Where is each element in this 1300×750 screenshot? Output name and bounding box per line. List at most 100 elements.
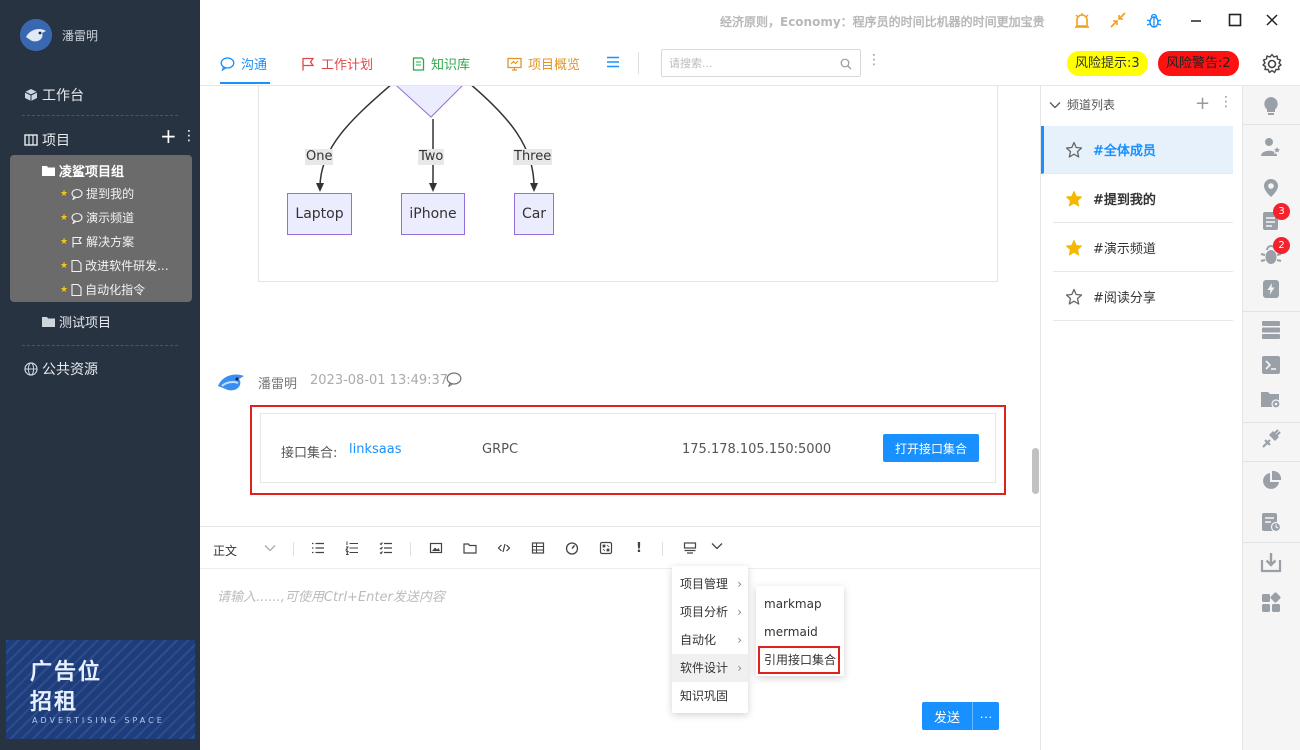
star-filled-icon[interactable] — [1065, 190, 1083, 208]
task-time-icon[interactable] — [1260, 511, 1282, 533]
menu-item-project-analysis[interactable]: 项目分析› — [672, 598, 748, 626]
rail-divider — [1243, 124, 1300, 125]
sidebar-item-automation[interactable]: ★ 自动化指令 — [60, 281, 145, 298]
location-icon[interactable] — [1260, 177, 1282, 199]
sidebar-item-demo-channel[interactable]: ★ 演示频道 — [60, 209, 134, 226]
message-editor[interactable]: 请输入......,可使用Ctrl+Enter发送内容 发送 ··· — [200, 568, 1040, 750]
star-outline-icon[interactable] — [1065, 141, 1083, 159]
lightning-icon[interactable] — [1260, 278, 1282, 300]
sidebar-item-mentions[interactable]: ★ 提到我的 — [60, 185, 134, 202]
menu-item-automation[interactable]: 自动化› — [672, 626, 748, 654]
sidebar-item-solutions[interactable]: ★ 解决方案 — [60, 233, 134, 250]
ordered-list-icon[interactable] — [345, 541, 359, 555]
sidebar-item-improve-dev[interactable]: ★ 改进软件研发... — [60, 257, 169, 274]
channel-item-all-members[interactable]: #全体成员 — [1041, 126, 1233, 174]
channel-list-header[interactable]: 频道列表 — [1049, 96, 1115, 113]
code-icon[interactable] — [497, 541, 511, 555]
sidebar-item-workbench[interactable]: 工作台 — [24, 85, 84, 105]
ad-line-3: ADVERTISING SPACE — [32, 716, 165, 725]
task-list-icon[interactable] — [379, 541, 393, 555]
highlight-frame — [758, 646, 840, 674]
tab-work-plan[interactable]: 工作计划 — [301, 54, 373, 73]
title-bar: 经济原则，Economy：程序员的时间比机器的时间更加宝贵 — [200, 0, 1300, 42]
alarm-icon[interactable] — [1074, 12, 1090, 30]
channel-item-demo[interactable]: #演示频道 — [1053, 224, 1233, 272]
tab-chat[interactable]: 沟通 — [220, 54, 267, 73]
open-api-collection-button[interactable]: 打开接口集合 — [883, 434, 980, 462]
project-group: 凌鲨项目组 ★ 提到我的 ★ 演示频道 ★ 解决方案 ★ 改进软件研发... — [10, 155, 192, 302]
risk-tip-badge[interactable]: 风险提示:3 — [1067, 51, 1148, 76]
chevron-right-icon: › — [737, 605, 742, 619]
project-more-button[interactable]: ⋮ — [182, 128, 196, 144]
add-channel-button[interactable]: + — [1195, 93, 1211, 114]
channel-item-reading[interactable]: #阅读分享 — [1053, 273, 1233, 321]
lightbulb-icon[interactable] — [1260, 95, 1282, 117]
minimize-button[interactable] — [1188, 12, 1204, 28]
scrollbar[interactable] — [1032, 448, 1039, 494]
more-blocks-icon[interactable] — [683, 541, 697, 555]
menu-icon[interactable] — [606, 55, 626, 69]
widget-icon[interactable] — [599, 541, 613, 555]
image-icon[interactable] — [429, 541, 443, 555]
server-icon[interactable] — [1260, 319, 1282, 341]
search-box[interactable] — [661, 49, 861, 77]
avatar[interactable] — [20, 19, 52, 51]
bug-icon[interactable] — [1146, 12, 1162, 29]
download-box-icon[interactable] — [1260, 551, 1282, 573]
sidebar-item-test-project[interactable]: 测试项目 — [42, 312, 111, 331]
reply-icon[interactable] — [446, 372, 462, 387]
terminal-icon[interactable] — [1260, 354, 1282, 376]
send-options-button[interactable]: ··· — [972, 702, 999, 730]
channel-item-mentions[interactable]: #提到我的 — [1053, 175, 1233, 223]
text-style-select[interactable]: 正文 — [213, 544, 238, 558]
api-name-link[interactable]: linksaas — [349, 442, 402, 457]
star-icon: ★ — [60, 188, 69, 199]
channel-more-button[interactable]: ⋮ — [1219, 94, 1233, 110]
folder-icon — [42, 317, 55, 327]
submenu-item-mermaid[interactable]: mermaid — [764, 625, 818, 639]
folder-icon[interactable] — [463, 541, 477, 555]
project-group-title[interactable]: 凌鲨项目组 — [42, 161, 124, 180]
submenu-item-markmap[interactable]: markmap — [764, 597, 822, 611]
star-filled-icon[interactable] — [1065, 239, 1083, 257]
bug-icon[interactable] — [1260, 244, 1282, 266]
avatar[interactable] — [216, 366, 248, 398]
gear-icon[interactable] — [1261, 53, 1283, 75]
apps-icon[interactable] — [1260, 592, 1282, 614]
sidebar-item-label: 项目 — [42, 133, 70, 149]
folder-settings-icon[interactable] — [1260, 388, 1282, 410]
sidebar-item-public-resources[interactable]: 公共资源 — [24, 359, 98, 379]
alert-icon[interactable]: ! — [636, 541, 642, 556]
risk-warning-badge[interactable]: 风险警告:2 — [1158, 51, 1239, 76]
ad-background — [6, 640, 195, 739]
user-area[interactable]: 潘雷明 — [20, 19, 98, 51]
search-input[interactable] — [662, 50, 832, 76]
tab-knowledge-base[interactable]: 知识库 — [412, 54, 470, 73]
menu-item-project-management[interactable]: 项目管理› — [672, 570, 748, 598]
chevron-down-icon[interactable] — [711, 541, 723, 551]
bullet-list-icon[interactable] — [311, 541, 325, 555]
ad-banner[interactable]: 广告位 招租 ADVERTISING SPACE — [6, 640, 195, 739]
search-icon[interactable] — [840, 58, 852, 70]
channel-list-panel: 频道列表 + ⋮ #全体成员 #提到我的 #演示频道 #阅读分享 — [1040, 86, 1242, 750]
plug-icon[interactable] — [1260, 428, 1282, 450]
close-button[interactable] — [1264, 12, 1280, 28]
pie-chart-icon[interactable] — [1260, 470, 1282, 492]
table-icon[interactable] — [531, 541, 545, 555]
sidebar-item-projects[interactable]: 项目 — [24, 130, 70, 150]
chevron-right-icon: › — [737, 633, 742, 647]
send-button[interactable]: 发送 — [922, 702, 972, 730]
chevron-down-icon[interactable] — [264, 543, 276, 553]
dashboard-icon[interactable] — [565, 541, 579, 555]
menu-item-software-design[interactable]: 软件设计› — [672, 654, 748, 682]
search-more-icon[interactable]: ⋮ — [867, 52, 881, 68]
menu-item-knowledge-review[interactable]: 知识巩固 — [672, 682, 748, 710]
add-project-button[interactable]: + — [160, 124, 177, 148]
tab-project-overview[interactable]: 项目概览 — [507, 54, 580, 73]
submenu-item-reference-api[interactable]: 引用接口集合 — [764, 653, 837, 667]
star-outline-icon[interactable] — [1065, 288, 1083, 306]
chat-area[interactable]: One Two Three Laptop iPhone Car 潘雷明 2023… — [200, 86, 1040, 526]
collapse-arrows-icon[interactable] — [1110, 12, 1126, 28]
maximize-button[interactable] — [1227, 12, 1243, 28]
user-star-icon[interactable] — [1260, 136, 1282, 158]
